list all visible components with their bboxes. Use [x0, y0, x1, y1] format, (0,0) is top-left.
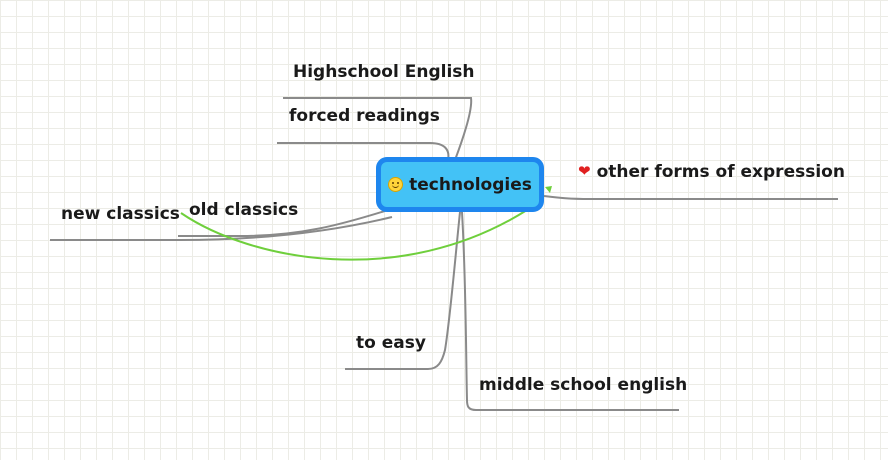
relationship-curve[interactable] — [180, 209, 528, 261]
topic-highschool-english[interactable]: Highschool English — [293, 62, 475, 82]
central-topic-label: technologies — [409, 174, 532, 195]
topic-old-classics[interactable]: old classics — [189, 200, 299, 220]
relationship-arrowhead-icon — [545, 186, 552, 193]
branch-connector-other-forms — [543, 195, 838, 200]
heart-emoji-icon: ❤ — [578, 162, 591, 180]
branch-connector-old-classics — [178, 209, 389, 237]
branch-connector-new-classics — [50, 216, 393, 241]
branch-connector-highschool-english — [283, 97, 473, 161]
central-topic[interactable]: technologies — [376, 157, 544, 212]
topic-to-easy[interactable]: to easy — [356, 333, 426, 353]
smiley-emoji-icon — [388, 177, 404, 192]
topic-other-forms-of-expression[interactable]: ❤ other forms of expression — [578, 162, 845, 182]
branch-connector-to-easy — [345, 211, 461, 370]
branch-connector-middle-school-english — [461, 211, 679, 411]
topic-forced-readings[interactable]: forced readings — [289, 106, 440, 126]
branch-connector-forced-readings — [277, 142, 450, 161]
topic-new-classics[interactable]: new classics — [61, 204, 180, 224]
topic-middle-school-english[interactable]: middle school english — [479, 375, 688, 395]
topic-other-forms-label: other forms of expression — [596, 162, 845, 182]
